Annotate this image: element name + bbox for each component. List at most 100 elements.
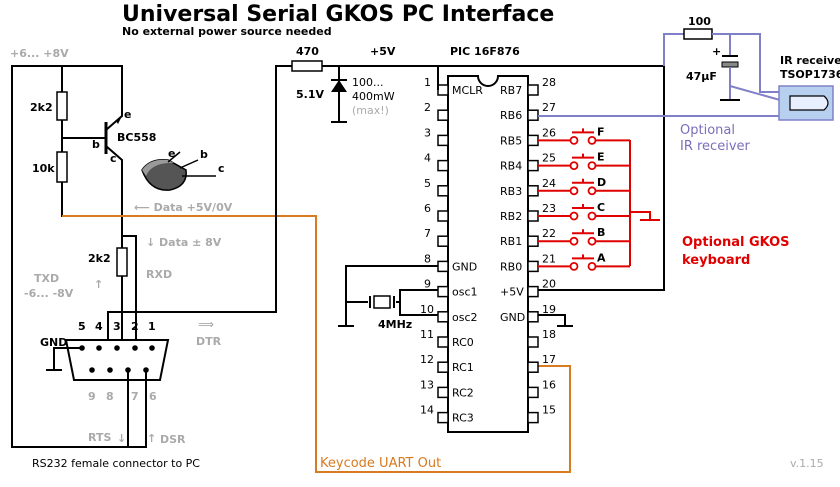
key-switch-d: D [538, 176, 630, 196]
connector-caption: RS232 female connector to PC [32, 457, 200, 470]
pin-number: 3 [424, 126, 431, 139]
ir-vcc-wire [730, 33, 780, 93]
txd-label: TXD [34, 272, 59, 285]
pic-pin-6: 6 [424, 202, 449, 222]
keyboard-optional-label-1: Optional GKOS [682, 235, 790, 250]
crystal-label: 4MHz [378, 318, 412, 331]
pin-label: RB1 [500, 235, 522, 248]
pic-pin-4: 4 [424, 152, 449, 172]
rs232-connector [64, 339, 170, 381]
pic-name: PIC 16F876 [450, 45, 520, 58]
connector-bottom-pins: 9 8 7 6 [88, 390, 157, 403]
r-2k2-label: 2k2 [30, 101, 53, 114]
transistor-name: BC558 [117, 131, 156, 144]
pin-number: 20 [542, 278, 556, 291]
pic-pin-5: 5 [424, 177, 449, 197]
gnd-wire-pin19 [538, 314, 566, 326]
zener-diode [331, 80, 347, 92]
key-label: D [597, 176, 606, 189]
pic-pin-2: 2 [424, 101, 449, 121]
ir-gnd-wire [729, 85, 781, 101]
dtr-arrow: ⟹ [198, 318, 214, 331]
svg-text:1: 1 [148, 320, 156, 333]
key-switch-a: A [538, 251, 630, 271]
pin-label: RB0 [500, 260, 522, 273]
pin-number: 7 [424, 227, 431, 240]
pin-label: RB6 [500, 109, 522, 122]
data-out-wire [62, 215, 571, 473]
cap-plus: + [712, 45, 721, 58]
cap-plate-bottom [721, 61, 739, 68]
svg-text:3: 3 [113, 320, 121, 333]
keyboard-optional-label-2: keyboard [682, 253, 750, 268]
pin-number: 21 [542, 252, 556, 265]
collector-label: c [110, 152, 117, 165]
gnd-wire [53, 347, 82, 370]
emitter-label: e [124, 108, 131, 121]
pin-number: 6 [424, 202, 431, 215]
resistor-470 [291, 60, 323, 72]
pin-number: 12 [420, 353, 434, 366]
base-label: b [92, 138, 100, 151]
cap-label: 47µF [686, 70, 717, 83]
wire [122, 235, 137, 320]
gnd-wire-pin8 [345, 265, 438, 326]
pin-number: 22 [542, 227, 556, 240]
pic-chip-body [447, 75, 529, 433]
gnd-label: GND [40, 336, 67, 349]
pic-pin-18: 18 [527, 328, 556, 348]
pin-label: GND [452, 260, 477, 273]
ir-optional-label-1: Optional [680, 123, 735, 138]
r-100-label: 100 [688, 15, 711, 28]
pin-number: 28 [542, 76, 556, 89]
pic-pin-15: 15 [527, 404, 556, 424]
pin-number: 13 [420, 378, 434, 391]
svg-text:5: 5 [78, 320, 86, 333]
key-label: E [597, 151, 605, 164]
pin-number: 16 [542, 378, 556, 391]
ir-wire [663, 33, 684, 66]
pin-number: 8 [424, 252, 431, 265]
pic-pin-9: 9 osc1 [424, 278, 478, 299]
plus5v-right-rail [538, 66, 665, 291]
svg-text:6: 6 [149, 390, 157, 403]
rxd-label: RXD [146, 268, 172, 281]
pin-number: 11 [420, 328, 434, 341]
ir-module-label-2: TSOP1736 [780, 68, 840, 81]
connector-top-pins: 5 4 3 2 1 [78, 320, 156, 333]
resistor-2k2-top [56, 91, 68, 121]
uart-label: Keycode UART Out [320, 456, 441, 471]
pin-label: osc1 [452, 286, 478, 299]
svg-text:9: 9 [88, 390, 96, 403]
pin-number: 17 [542, 353, 556, 366]
pin-number: 2 [424, 101, 431, 114]
zener-voltage-label: 5.1V [296, 88, 324, 101]
pin-label: +5V [500, 286, 524, 299]
transistor-package-icon: e b c [141, 147, 225, 191]
pin-number: 26 [542, 126, 556, 139]
data-out-label: ⟵ Data +5V/0V [134, 201, 233, 214]
pin-label: RC1 [452, 361, 474, 374]
pin-number: 9 [424, 278, 431, 291]
pin-label: GND [500, 311, 525, 324]
pin-label: RC0 [452, 336, 474, 349]
pin-number: 5 [424, 177, 431, 190]
input-voltage-label: +6... +8V [10, 47, 69, 60]
r-10k-label: 10k [32, 162, 55, 175]
page-title: Universal Serial GKOS PC Interface [122, 2, 554, 27]
key-label: F [597, 125, 605, 138]
dsr-wire [128, 370, 147, 448]
r-470-label: 470 [296, 45, 319, 58]
emitter-arrow [116, 116, 122, 124]
zener-power-note: (max!) [352, 104, 389, 117]
pin-label: RB4 [500, 160, 522, 173]
